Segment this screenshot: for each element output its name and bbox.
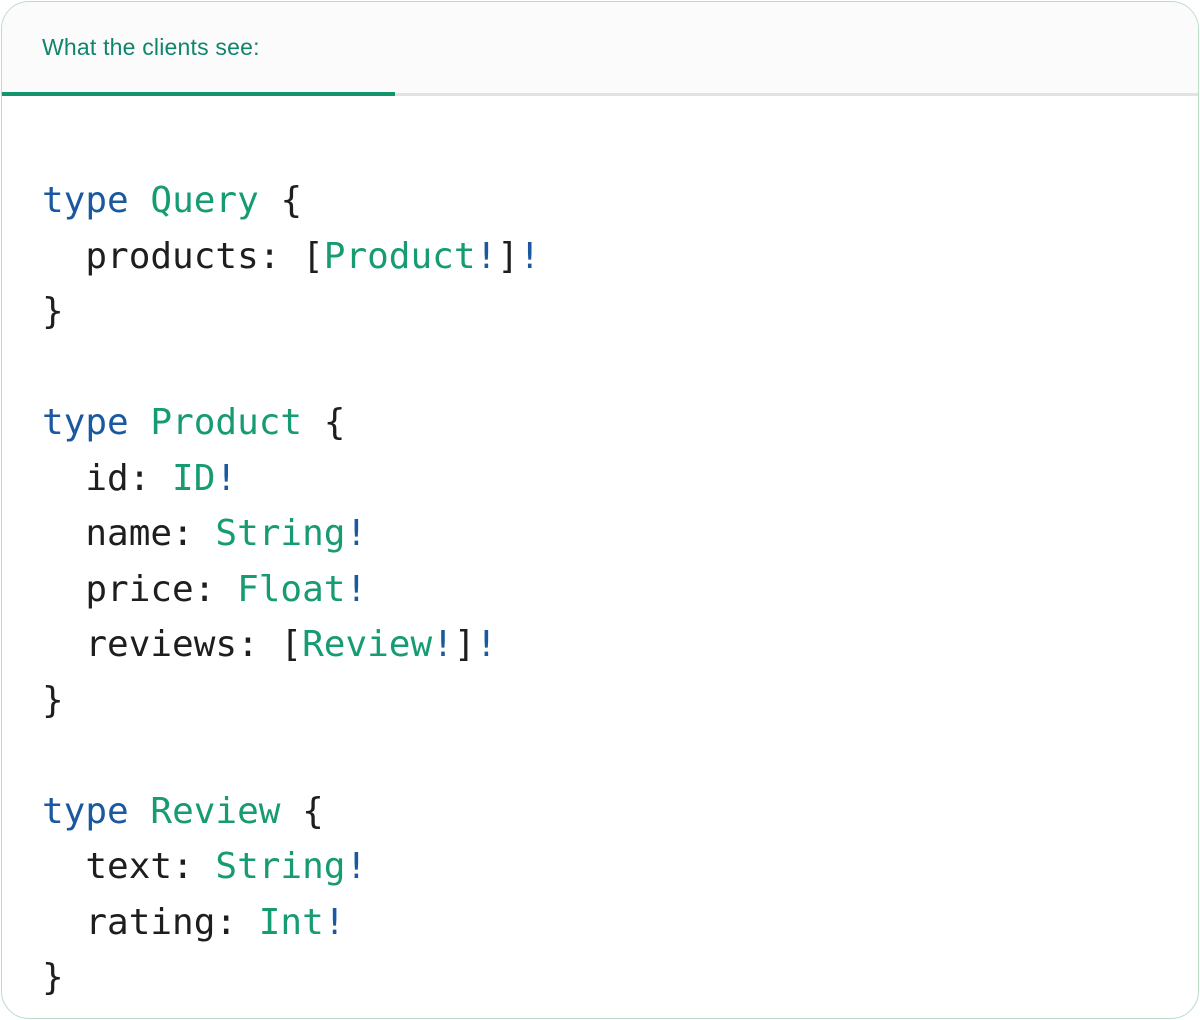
code-token-kw: type (42, 180, 129, 221)
code-line: rating: Int! (42, 895, 1158, 951)
code-token-plain: { (280, 790, 324, 832)
code-line: text: String! (42, 839, 1158, 895)
code-token-plain: ] (497, 235, 519, 277)
code-token-bang: ! (345, 568, 368, 610)
code-token-plain: } (42, 679, 64, 721)
code-line: type Product { (42, 395, 1158, 451)
code-token-plain: products: (42, 235, 303, 277)
code-token-plain: } (42, 957, 64, 998)
tab-bar: What the clients see: (2, 2, 1198, 96)
code-token-bang: ! (323, 901, 346, 943)
code-token-plain: text: (42, 846, 216, 887)
code-line: type Review { (42, 784, 1158, 840)
code-token-kw: type (42, 402, 129, 443)
code-line (42, 340, 1158, 396)
code-token-plain: } (42, 291, 64, 332)
code-token-type: Product (323, 235, 476, 277)
code-token-type: Float (237, 568, 346, 610)
code-token-kw: type (42, 790, 129, 832)
code-token-type: Product (150, 402, 303, 443)
code-token-plain: name: (42, 513, 216, 554)
active-tab-indicator (2, 92, 395, 96)
code-line: type Query { (42, 173, 1158, 229)
code-line: products: [Product!]! (42, 229, 1158, 285)
code-line: name: String! (42, 506, 1158, 562)
code-line: } (42, 673, 1158, 729)
code-token-plain: { (258, 180, 303, 221)
code-token-plain: [ (302, 235, 324, 277)
tab-what-clients-see[interactable]: What the clients see: (42, 34, 260, 61)
code-token-plain: { (302, 402, 346, 443)
code-line: } (42, 950, 1158, 1006)
code-token-bang: ! (518, 235, 541, 277)
code-line: } (42, 284, 1158, 340)
code-token-plain (129, 791, 151, 832)
code-token-plain: price: (42, 568, 238, 610)
code-token-type: Int (258, 901, 324, 943)
code-token-type: Review (150, 790, 281, 832)
code-token-plain (129, 402, 151, 443)
code-token-type: ID (172, 457, 216, 499)
code-token-bang: ! (475, 624, 498, 665)
code-token-plain (129, 180, 151, 221)
code-token-bang: ! (432, 624, 454, 665)
code-line: price: Float! (42, 562, 1158, 618)
tab-label: What the clients see: (42, 34, 260, 60)
code-line: id: ID! (42, 451, 1158, 507)
code-token-type: String (215, 846, 346, 887)
code-token-bang: ! (345, 513, 368, 554)
code-token-plain: id: (42, 457, 173, 499)
graphql-schema-code-block: type Query { products: [Product!]!}type … (2, 132, 1198, 1018)
code-token-plain: rating: (42, 901, 259, 943)
code-token-bang: ! (345, 846, 368, 887)
code-token-plain: ] (453, 624, 476, 665)
code-token-bang: ! (475, 235, 498, 277)
code-token-type: Query (150, 180, 259, 221)
code-token-type: String (215, 513, 346, 554)
code-token-type: Review (302, 624, 433, 665)
code-token-plain: [ (280, 624, 303, 665)
code-token-bang: ! (215, 457, 238, 499)
code-line (42, 728, 1158, 784)
code-token-plain: reviews: (42, 624, 281, 665)
code-line: reviews: [Review!]! (42, 617, 1158, 673)
